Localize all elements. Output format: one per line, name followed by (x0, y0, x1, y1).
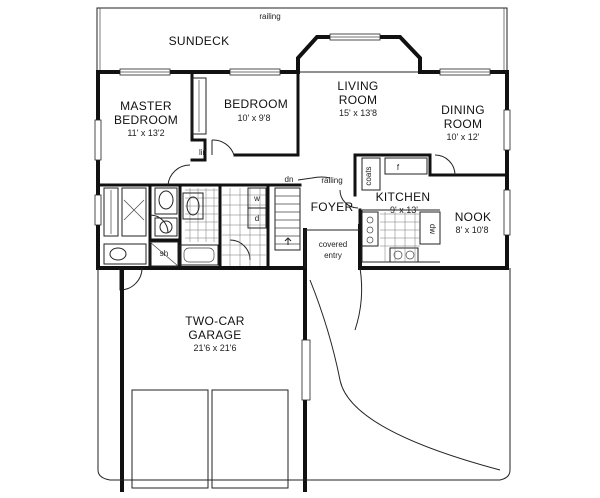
garage-dims: 21'6 x 21'6 (194, 343, 237, 353)
covered-entry (304, 229, 360, 268)
garage-label-2: GARAGE (188, 328, 241, 342)
shower-stall (149, 241, 179, 267)
stairs (274, 176, 331, 251)
covered-entry-label-2: entry (324, 251, 342, 260)
railing-top-label: railing (259, 12, 280, 21)
sink-icon (389, 247, 419, 263)
living-room-label-1: LIVING (337, 79, 378, 93)
washer-label: w (253, 194, 260, 203)
bedroom-dims: 10' x 9'8 (238, 113, 271, 123)
sundeck (96, 7, 508, 73)
bath-fixtures (103, 187, 219, 267)
closets (103, 77, 207, 237)
master-bedroom-dims: 11' x 13'2 (127, 128, 164, 138)
bedroom-label: BEDROOM (224, 97, 288, 111)
garage (97, 266, 511, 492)
down-label: dn (285, 175, 294, 184)
windows (94, 33, 511, 236)
sundeck-label: SUNDECK (169, 34, 230, 48)
dining-room-dims: 10' x 12' (447, 132, 480, 142)
fridge-label: f (397, 163, 400, 172)
kitchen-fixtures (361, 157, 441, 263)
fridge-icon (384, 157, 428, 175)
garage-door-left (131, 389, 209, 489)
toilet-icon (159, 220, 173, 234)
bath-tile (182, 188, 218, 242)
kitchen-dims: 9' x 13' (390, 205, 418, 215)
nook-dims: 8' x 10'8 (456, 225, 489, 235)
master-bedroom-label-1: MASTER (120, 99, 172, 113)
master-bedroom-label-2: BEDROOM (114, 113, 178, 127)
living-room-dims: 15' x 13'8 (339, 108, 377, 118)
range-icon (361, 211, 379, 247)
dryer (247, 207, 267, 229)
covered-entry-label-1: covered (319, 240, 347, 249)
laundry (222, 187, 267, 266)
dishwasher-label: dw (428, 224, 437, 234)
linen-label: lin (199, 148, 207, 157)
coats-label: coats (364, 166, 373, 185)
tub-icon (179, 244, 219, 266)
garage-door-right (211, 389, 289, 489)
living-room-label-2: ROOM (339, 93, 378, 107)
interior-walls (96, 70, 509, 270)
dryer-label: d (255, 214, 259, 223)
shower-label: sh (160, 249, 168, 258)
dining-room-label-2: ROOM (444, 117, 483, 131)
sink-icon (158, 190, 174, 210)
foyer-label: FOYER (311, 200, 354, 214)
sundeck-outline (96, 7, 508, 73)
garage-label-1: TWO-CAR (185, 314, 244, 328)
nook-label: NOOK (455, 210, 492, 224)
railing-stair-label: railing (321, 176, 342, 185)
kitchen-label: KITCHEN (376, 190, 431, 204)
dining-room-label-1: DINING (441, 103, 485, 117)
